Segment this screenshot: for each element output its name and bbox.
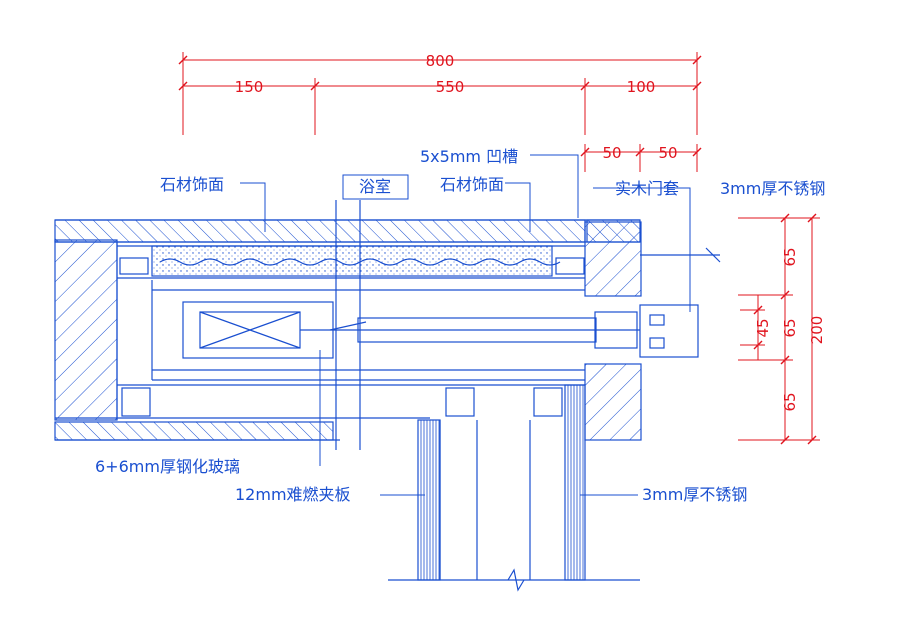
dim-sub-a: 50 — [602, 144, 621, 162]
label-wood-frame: 实木门套 — [615, 179, 679, 198]
dim-v-total: 200 — [808, 316, 826, 345]
label-leaders — [240, 154, 691, 496]
label-groove: 5x5mm 凹槽 — [420, 147, 518, 166]
label-bathroom: 浴室 — [359, 177, 391, 196]
dim-right: 100 — [627, 78, 656, 96]
label-stone-left: 石材饰面 — [160, 175, 224, 194]
horizontal-dimensions — [178, 52, 702, 172]
dim-middle: 550 — [436, 78, 465, 96]
dim-overall: 800 — [426, 52, 455, 70]
label-steel-top: 3mm厚不锈钢 — [720, 179, 825, 198]
dim-left: 150 — [235, 78, 264, 96]
wall-section — [54, 200, 721, 592]
dim-v-mid: 65 — [781, 318, 799, 337]
dim-v-top: 65 — [781, 247, 799, 266]
label-steel-bottom: 3mm厚不锈钢 — [642, 485, 747, 504]
dim-v-45: 45 — [754, 318, 772, 337]
vertical-dimensions — [738, 213, 820, 445]
label-stone-right: 石材饰面 — [440, 175, 504, 194]
dim-sub-b: 50 — [658, 144, 677, 162]
label-board: 12mm难燃夹板 — [235, 485, 351, 504]
dim-v-bot: 65 — [781, 392, 799, 411]
label-glass: 6+6mm厚钢化玻璃 — [95, 457, 240, 476]
